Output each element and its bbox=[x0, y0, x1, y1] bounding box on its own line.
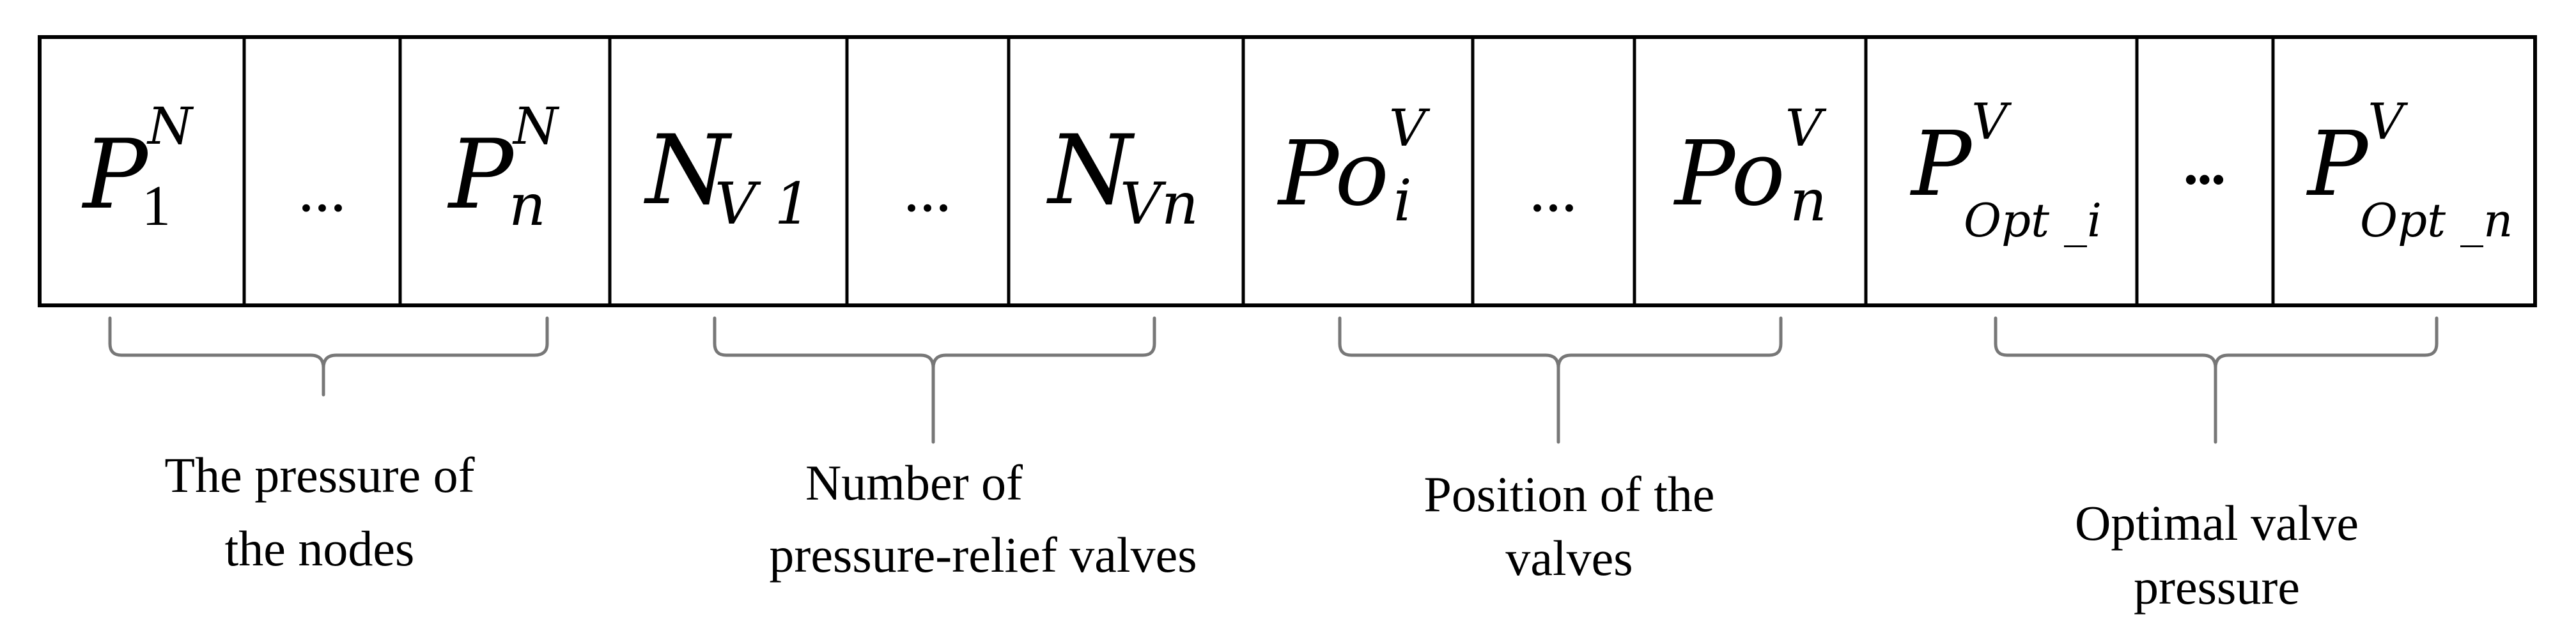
cell-base: Po bbox=[1673, 122, 1785, 226]
ellipsis-node-pressure: ... bbox=[299, 154, 346, 225]
cell-sup: V bbox=[1389, 98, 1431, 158]
cell-base: N bbox=[1046, 115, 1135, 226]
cell-valve-position-last: PoV n bbox=[1673, 98, 1827, 234]
cell-sup: N bbox=[146, 96, 194, 156]
cell-sub: Opt _n bbox=[2360, 194, 2513, 247]
svg-text:n: n bbox=[509, 172, 546, 239]
svg-text:V 1: V 1 bbox=[715, 171, 811, 238]
cell-sub: V 1 bbox=[715, 171, 811, 238]
cell-base: P bbox=[81, 119, 150, 231]
chromosome-frame bbox=[38, 35, 2537, 307]
svg-text:PoV: PoV bbox=[1673, 98, 1827, 226]
svg-text:1: 1 bbox=[142, 174, 171, 238]
svg-text:Opt _i: Opt _i bbox=[1964, 194, 2102, 247]
cell-sub: n bbox=[1790, 167, 1827, 234]
cell-node-pressure-first: PN 1 bbox=[81, 96, 194, 238]
cell-sup: V bbox=[1971, 93, 2012, 151]
svg-text:PN: PN bbox=[447, 96, 560, 231]
cell-sup: V bbox=[2368, 93, 2408, 151]
svg-text:Opt _n: Opt _n bbox=[2360, 194, 2513, 247]
label-line: Position of the bbox=[1424, 466, 1714, 522]
group-label-valve-position: Position of the valves bbox=[1424, 466, 1714, 586]
cell-sup: N bbox=[512, 96, 560, 156]
label-line: pressure-relief valves bbox=[769, 527, 1197, 583]
svg-text:PV: PV bbox=[1909, 93, 2012, 217]
cell-sub: i bbox=[1393, 167, 1412, 234]
cell-optimal-pressure-first: PV Opt _i bbox=[1909, 93, 2102, 247]
ellipsis-optimal-pressure: ••• bbox=[2185, 160, 2226, 200]
label-line: pressure bbox=[2134, 559, 2300, 615]
cell-sub: 1 bbox=[142, 174, 171, 238]
svg-text:PN: PN bbox=[81, 96, 194, 231]
cell-base: P bbox=[1909, 112, 1973, 217]
svg-text:N: N bbox=[644, 115, 733, 226]
brace-valve-number bbox=[713, 316, 1156, 444]
label-line: Optimal valve bbox=[2075, 495, 2359, 551]
cell-sub: Vn bbox=[1120, 171, 1199, 238]
cell-sub: n bbox=[509, 172, 546, 239]
cell-valve-number-last: N Vn bbox=[1046, 115, 1199, 238]
cell-base: Po bbox=[1276, 122, 1389, 226]
cell-sub: Opt _i bbox=[1964, 194, 2102, 247]
svg-text:i: i bbox=[1393, 167, 1412, 234]
ellipsis-valve-position: ... bbox=[1530, 154, 1578, 225]
svg-text:n: n bbox=[1790, 167, 1827, 234]
cell-optimal-pressure-last: PV Opt _n bbox=[2306, 93, 2513, 247]
cell-dividers bbox=[242, 37, 2275, 305]
cell-base: N bbox=[644, 115, 733, 226]
ellipsis-valve-number: ... bbox=[904, 154, 952, 225]
label-line: the nodes bbox=[225, 521, 415, 576]
cell-base: P bbox=[2306, 112, 2370, 217]
cell-valve-position-first: PoV i bbox=[1276, 98, 1431, 234]
cell-sup: V bbox=[1785, 98, 1827, 158]
svg-text:PoV: PoV bbox=[1276, 98, 1431, 226]
cell-base: P bbox=[447, 119, 515, 231]
brace-valve-position bbox=[1338, 316, 1783, 444]
group-label-optimal-pressure: Optimal valve pressure bbox=[2075, 495, 2359, 615]
label-line: valves bbox=[1505, 530, 1633, 586]
cell-valve-number-first: N V 1 bbox=[644, 115, 811, 238]
svg-text:PV: PV bbox=[2306, 93, 2408, 217]
label-line: Number of bbox=[805, 455, 1023, 510]
svg-text:N: N bbox=[1046, 115, 1135, 226]
brace-node-pressure bbox=[108, 316, 549, 397]
cell-node-pressure-last: PN n bbox=[447, 96, 560, 239]
group-braces bbox=[108, 316, 2439, 444]
group-label-valve-number: Number of pressure-relief valves bbox=[769, 455, 1197, 583]
group-label-node-pressure: The pressure of the nodes bbox=[164, 447, 474, 576]
brace-optimal-pressure bbox=[1994, 316, 2439, 444]
label-line: The pressure of bbox=[164, 447, 474, 503]
svg-text:Vn: Vn bbox=[1120, 171, 1199, 238]
